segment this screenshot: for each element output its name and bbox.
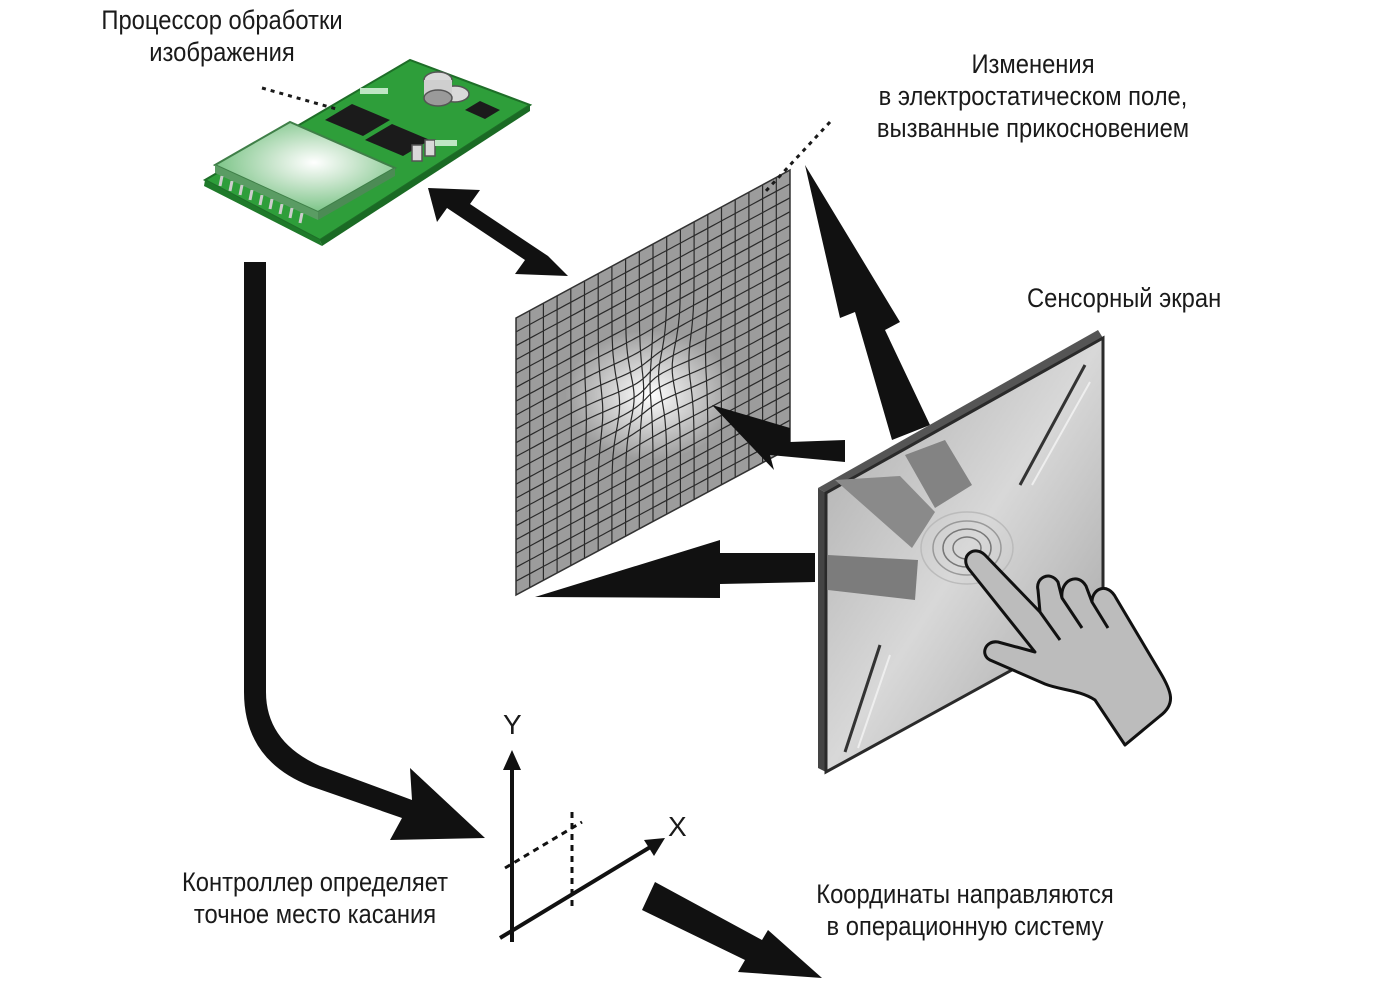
- grid-row-line: [516, 364, 790, 513]
- processor-leader-line: [261, 86, 341, 112]
- grid-row-line: [516, 350, 790, 499]
- coordinates-label: Координаты направляются в операционную с…: [816, 879, 1114, 941]
- grid-row-line: [516, 183, 790, 333]
- field-leader-line: [763, 120, 832, 194]
- arrow-down-curve-icon: [244, 262, 485, 840]
- grid-row-line: [516, 377, 790, 527]
- grid-row-line: [516, 280, 790, 430]
- arrow-left-icon: [535, 540, 815, 598]
- field-grid-icon: [515, 168, 791, 597]
- grid-row-line: [516, 211, 790, 361]
- grid-row-line: [516, 308, 790, 458]
- grid-row-line: [516, 294, 790, 444]
- grid-row-line: [516, 252, 790, 402]
- grid-row-line: [516, 419, 790, 568]
- double-arrow-icon: [428, 188, 568, 276]
- grid-row-line: [516, 433, 790, 582]
- pointing-hand-icon: [964, 549, 1172, 747]
- x-axis-label: X: [668, 811, 687, 842]
- coordinate-axes-icon: Y X: [498, 709, 687, 942]
- field-changes-label: Изменения в электростатическом поле, выз…: [876, 49, 1190, 143]
- touch-screen-panel-icon: [818, 330, 1105, 775]
- grid-row-line: [516, 225, 790, 374]
- pcb-board-icon: [202, 58, 533, 246]
- touchscreen-label: Сенсорный экран: [1027, 283, 1222, 313]
- processor-label: Процессор обработки изображения: [101, 5, 343, 67]
- y-axis-label: Y: [503, 709, 522, 740]
- arrow-up-icon: [805, 165, 930, 440]
- grid-row-line: [516, 322, 790, 471]
- arrow-to-center-icon: [712, 405, 845, 470]
- grid-row-line: [516, 238, 790, 388]
- arrow-to-os-icon: [642, 882, 822, 978]
- controller-label: Контроллер определяет точное место касан…: [181, 867, 449, 929]
- grid-row-line: [516, 266, 790, 416]
- grid-row-line: [516, 197, 790, 347]
- grid-row-line: [516, 336, 790, 485]
